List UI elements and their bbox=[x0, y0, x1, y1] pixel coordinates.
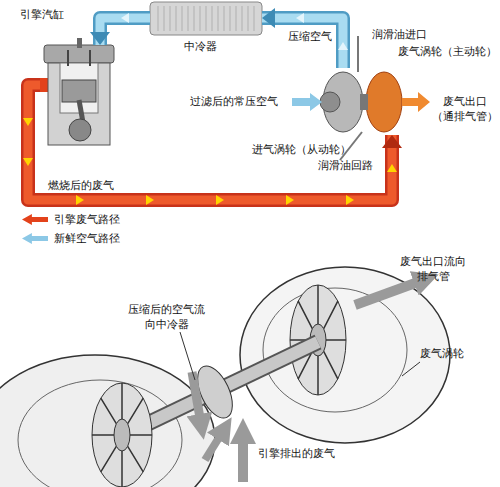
flow-chevron bbox=[346, 195, 354, 205]
engine-cylinder: 引擎汽缸 bbox=[40, 45, 115, 150]
flow-chevron bbox=[216, 195, 224, 205]
pipe-core bbox=[100, 18, 150, 45]
turbine-housing-large bbox=[240, 267, 450, 443]
volute-line bbox=[18, 380, 182, 487]
legend-text: 引擎废气路径 bbox=[54, 212, 120, 227]
exhaust-out-arrow bbox=[402, 92, 430, 112]
part-label: 润滑油进口 bbox=[372, 27, 427, 42]
flow-chevron bbox=[146, 195, 154, 205]
flow-label: 压缩后的空气流 向中冷器 bbox=[128, 302, 205, 332]
intercooler-core bbox=[150, 2, 262, 35]
valve bbox=[89, 50, 91, 66]
exhaust-in-arrow bbox=[205, 436, 220, 460]
part-label: 废气涡轮 bbox=[420, 346, 464, 361]
exhaust-in-arrow bbox=[238, 440, 248, 482]
node-label: 中冷器 bbox=[184, 39, 217, 54]
flow-label: 引擎排出的废气 bbox=[258, 446, 335, 461]
legend-text: 新鲜空气路径 bbox=[54, 231, 120, 246]
shaft-outline bbox=[130, 342, 318, 432]
legend-row: 引擎废气路径 bbox=[22, 212, 120, 227]
pipe-wall bbox=[100, 18, 150, 45]
exhaust-pipe bbox=[28, 85, 402, 200]
flow-label: 废气出口 （通排气管） bbox=[432, 94, 498, 124]
legend-swatch bbox=[22, 214, 48, 225]
legend-row: 新鲜空气路径 bbox=[22, 231, 120, 246]
cylinder-block bbox=[48, 63, 110, 145]
bearing-housing bbox=[190, 361, 239, 424]
cooling-fins bbox=[158, 6, 254, 31]
pipe-wall bbox=[28, 85, 392, 200]
turbine-blades bbox=[290, 285, 346, 395]
flow-chevron bbox=[296, 13, 304, 23]
node-label: 废气涡轮（主动轮） bbox=[398, 44, 497, 59]
flow-chevron bbox=[121, 13, 129, 23]
node-label: 引擎汽缸 bbox=[20, 7, 64, 22]
flow-chevron bbox=[387, 164, 397, 172]
compressed-air-arrow bbox=[192, 372, 200, 418]
center-housing bbox=[360, 94, 368, 110]
shaft bbox=[130, 342, 318, 432]
arrow-head bbox=[382, 135, 402, 148]
fresh-air-pipe bbox=[262, 8, 343, 68]
node-label: 进气涡轮（从动轮） bbox=[252, 142, 351, 157]
compressor-hub bbox=[114, 419, 130, 451]
compressor-blades bbox=[92, 383, 152, 487]
leader-line bbox=[180, 332, 195, 380]
intercooler: 中冷器 bbox=[150, 2, 262, 35]
exhaust-out-flow-arrow bbox=[355, 282, 418, 305]
flow-label: 过滤后的常压空气 bbox=[190, 94, 278, 109]
intake-arrow bbox=[292, 93, 322, 111]
compressor-wheel bbox=[92, 383, 152, 487]
flow-chevron bbox=[76, 195, 84, 205]
leader-line bbox=[402, 362, 420, 376]
turbine-wheel bbox=[290, 285, 346, 395]
arrow-head bbox=[90, 32, 110, 45]
intake-compressor: 进气涡轮（从动轮） bbox=[322, 68, 364, 135]
compressor-housing-large bbox=[0, 355, 215, 487]
edge-label: 压缩空气 bbox=[288, 29, 332, 44]
part-label: 润滑油回路 bbox=[318, 158, 373, 173]
compressor-inlet bbox=[320, 92, 340, 112]
exhaust-turbine: 废气涡轮（主动轮） bbox=[366, 68, 402, 135]
pipe-core bbox=[28, 85, 392, 200]
flow-chevron bbox=[338, 42, 348, 50]
flow-chevron bbox=[23, 158, 33, 166]
flow-chevron bbox=[286, 195, 294, 205]
spark-plug bbox=[77, 38, 82, 48]
arrow-head bbox=[262, 8, 275, 28]
flow-label: 废气出口流向 排气管 bbox=[400, 254, 466, 284]
oil-inlet-line bbox=[357, 36, 359, 72]
fresh-air-pipe bbox=[90, 18, 150, 45]
turbine-housing bbox=[366, 72, 402, 132]
valve bbox=[67, 50, 69, 66]
crankshaft bbox=[69, 119, 91, 141]
edge-label: 燃烧后的废气 bbox=[48, 178, 114, 193]
piston bbox=[62, 80, 96, 102]
flow-chevron bbox=[23, 118, 33, 126]
legend-swatch bbox=[22, 233, 48, 244]
